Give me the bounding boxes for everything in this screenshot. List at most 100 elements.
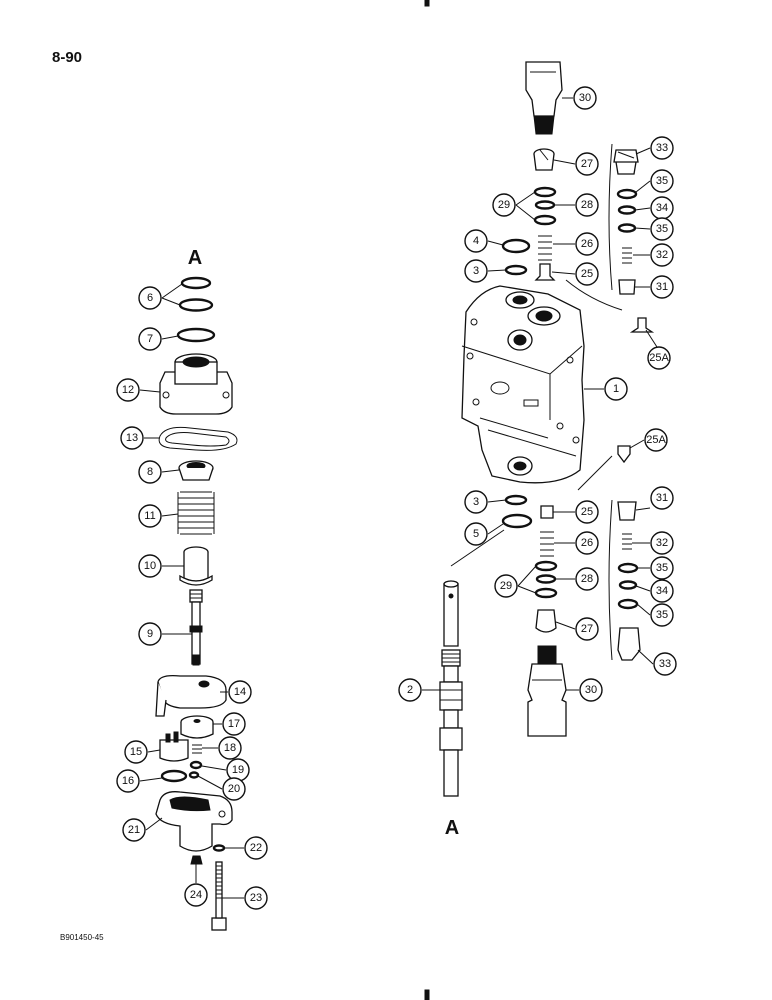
callout-13: 13: [120, 426, 144, 450]
callout-28: 28: [575, 567, 599, 591]
callout-label: 30: [585, 684, 597, 696]
callout-34: 34: [650, 579, 674, 603]
callout-20: 20: [222, 777, 246, 801]
callout-label: 25A: [649, 352, 669, 364]
callout-8: 8: [138, 460, 162, 484]
part-26-lower: [540, 531, 554, 557]
callout-label: 23: [250, 892, 262, 904]
part-2-spool: [439, 529, 505, 797]
callout-15: 15: [124, 740, 148, 764]
callout-3: 3: [464, 259, 488, 283]
callout-12: 12: [116, 378, 140, 402]
callout-3: 3: [464, 490, 488, 514]
part-32-upper: [622, 247, 632, 264]
callout-label: 13: [126, 432, 138, 444]
callout-label: 15: [130, 746, 142, 758]
part-31-upper: [618, 279, 636, 295]
callout-label: 34: [656, 202, 668, 214]
callout-label: 32: [656, 537, 668, 549]
leader-lines: [139, 97, 658, 899]
callout-label: 12: [122, 384, 134, 396]
part-31-lower: [617, 501, 637, 521]
part-34-lower: [618, 580, 638, 590]
callout-35: 35: [650, 556, 674, 580]
callout-label: 26: [581, 537, 593, 549]
callout-label: 6: [147, 292, 153, 304]
callout-label: 35: [656, 175, 668, 187]
callout-label: 29: [500, 580, 512, 592]
callout-1: 1: [604, 377, 628, 401]
callout-21: 21: [122, 818, 146, 842]
callout-label: 31: [656, 281, 668, 293]
callout-label: 21: [128, 824, 140, 836]
part-22-washer: [212, 844, 226, 852]
callout-label: 35: [656, 223, 668, 235]
upper-relief-stack: [501, 61, 563, 281]
part-27-lower: [535, 609, 557, 633]
callout-16: 16: [116, 769, 140, 793]
callout-label: 33: [656, 142, 668, 154]
part-3-lower: [504, 494, 528, 506]
part-27-upper: [533, 148, 555, 171]
callout-label: 34: [656, 585, 668, 597]
callout-label: 29: [498, 199, 510, 211]
part-29-upper-b: [533, 214, 557, 226]
lower-relief-stack: [501, 494, 567, 737]
callout-label: 25: [581, 268, 593, 280]
part-29-lower-b: [534, 587, 558, 599]
callout-23: 23: [244, 886, 268, 910]
callout-25a: 25A: [644, 428, 668, 452]
part-3-upper: [504, 264, 528, 276]
part-30-lower: [527, 645, 567, 737]
callout-14: 14: [228, 680, 252, 704]
callout-label: 3: [473, 496, 479, 508]
part-7-oring: [176, 327, 216, 343]
callout-33: 33: [650, 136, 674, 160]
callout-label: 28: [581, 573, 593, 585]
callout-label: 31: [656, 492, 668, 504]
part-14-cam: [155, 674, 227, 717]
part-21-housing: [155, 791, 233, 852]
connector-label-left: A: [188, 247, 202, 269]
part-30-upper: [525, 61, 563, 117]
callout-31: 31: [650, 486, 674, 510]
callout-label: 25: [581, 506, 593, 518]
left-assembly: [155, 276, 238, 931]
callout-32: 32: [650, 531, 674, 555]
part-23-bolt: [211, 861, 227, 931]
callout-27: 27: [575, 152, 599, 176]
callout-label: 11: [144, 510, 155, 522]
part-24-nut: [190, 855, 203, 865]
callout-label: 22: [250, 842, 262, 854]
part-35-upper-b: [617, 223, 637, 233]
part-10-sleeve: [179, 546, 213, 586]
callout-29: 29: [494, 574, 518, 598]
callout-label: 16: [122, 775, 134, 787]
callout-26: 26: [575, 232, 599, 256]
callout-26: 26: [575, 531, 599, 555]
part-35-lower-a: [617, 562, 639, 574]
part-33-upper: [613, 149, 639, 175]
callout-33: 33: [653, 652, 677, 676]
callout-label: 10: [144, 560, 156, 572]
part-18-spring: [192, 744, 202, 754]
callout-label: 2: [407, 684, 413, 696]
callout-5: 5: [464, 522, 488, 546]
part-6-lower: [178, 298, 214, 312]
part-5-seal: [501, 513, 533, 529]
part-29-lower-a: [534, 560, 558, 572]
crop-mark-top: [424, 0, 430, 7]
part-25-upper: [534, 263, 556, 281]
part-16-oring: [160, 769, 188, 783]
part-25A-lower: [617, 445, 631, 464]
callout-32: 32: [650, 243, 674, 267]
part-32-lower: [622, 533, 632, 550]
part-28-upper: [534, 200, 556, 210]
part-13-gasket: [158, 426, 238, 451]
callout-label: 4: [473, 235, 479, 247]
lower-alternate-stack: [577, 445, 641, 661]
callout-label: 27: [581, 158, 593, 170]
callout-34: 34: [650, 196, 674, 220]
callout-35: 35: [650, 169, 674, 193]
